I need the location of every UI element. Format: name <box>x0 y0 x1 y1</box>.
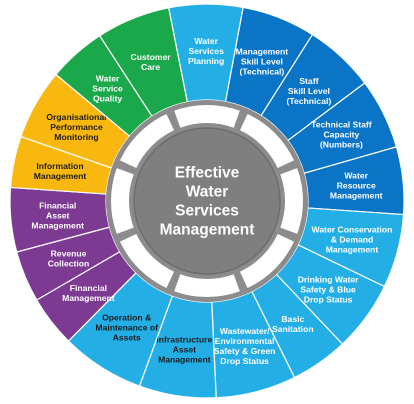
inner-ring-tile <box>119 113 175 169</box>
inner-ring-tile <box>111 168 134 234</box>
inner-ring-tile <box>280 168 303 234</box>
inner-ring-tile <box>239 113 295 169</box>
inner-ring-tile <box>174 274 240 298</box>
inner-ring-tile <box>239 233 295 289</box>
center-hub <box>133 127 281 275</box>
inner-ring-tile <box>174 105 240 128</box>
inner-ring-tile <box>119 233 175 289</box>
